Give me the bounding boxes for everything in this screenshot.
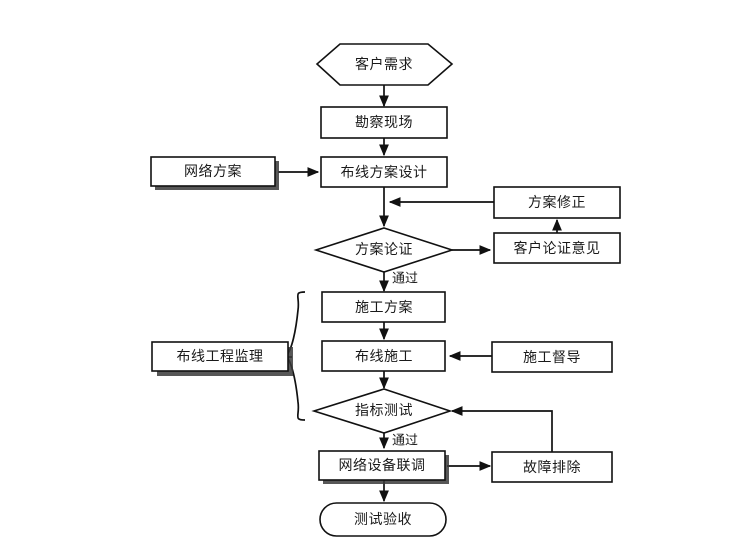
node-index-test-label: 指标测试 — [355, 403, 413, 419]
node-fault-removal[interactable]: 故障排除 — [491, 451, 613, 483]
node-plan-revision-label: 方案修正 — [528, 194, 586, 211]
rect-shape — [493, 186, 621, 219]
node-plan-review[interactable]: 方案论证 — [313, 227, 455, 273]
edge-label-test-pass: 通过 — [392, 434, 418, 449]
node-network-plan[interactable]: 网络方案 — [150, 156, 279, 190]
rect-shape — [151, 341, 289, 372]
node-fault-removal-label: 故障排除 — [523, 460, 581, 476]
edge-label-review-pass: 通过 — [392, 272, 418, 287]
node-cabling-design[interactable]: 布线方案设计 — [320, 156, 448, 188]
node-test-acceptance-label: 测试验收 — [354, 512, 412, 528]
node-customer-requirement-label: 客户需求 — [355, 56, 413, 73]
node-test-acceptance[interactable]: 测试验收 — [319, 502, 447, 537]
node-site-survey-label: 勘察现场 — [355, 114, 413, 131]
rect-shape — [320, 106, 448, 139]
rect-shape — [321, 291, 446, 323]
diamond-shape — [311, 388, 453, 434]
rect-shape — [491, 341, 613, 373]
node-network-plan-label: 网络方案 — [184, 163, 242, 180]
rect-shape — [493, 232, 621, 264]
diamond-shape — [313, 227, 455, 273]
node-device-commissioning-label: 网络设备联调 — [339, 457, 426, 474]
node-customer-opinion-label: 客户论证意见 — [514, 240, 601, 257]
node-site-survey[interactable]: 勘察现场 — [320, 106, 448, 139]
connectors — [278, 85, 562, 503]
node-index-test[interactable]: 指标测试 — [311, 388, 453, 434]
edge-fault-to-test — [450, 406, 553, 452]
node-cabling-work[interactable]: 布线施工 — [321, 340, 446, 372]
node-supervision-label: 布线工程监理 — [177, 349, 264, 365]
node-construction-plan[interactable]: 施工方案 — [321, 291, 446, 323]
node-construction-guide-label: 施工督导 — [523, 350, 581, 366]
node-cabling-work-label: 布线施工 — [355, 349, 413, 365]
rect-shape — [150, 156, 276, 187]
node-plan-revision[interactable]: 方案修正 — [493, 186, 621, 219]
node-plan-review-label: 方案论证 — [355, 241, 413, 258]
rect-shape — [318, 450, 446, 481]
node-customer-opinion[interactable]: 客户论证意见 — [493, 232, 621, 264]
hexagon-shape — [315, 43, 454, 86]
stadium-shape — [319, 502, 447, 537]
node-construction-guide[interactable]: 施工督导 — [491, 341, 613, 373]
node-construction-plan-label: 施工方案 — [355, 299, 413, 316]
node-device-commissioning[interactable]: 网络设备联调 — [318, 450, 449, 484]
node-supervision[interactable]: 布线工程监理 — [151, 341, 293, 376]
rect-shape — [320, 156, 448, 188]
rect-shape — [491, 451, 613, 483]
node-customer-requirement[interactable]: 客户需求 — [315, 43, 454, 86]
rect-shape — [321, 340, 446, 372]
node-cabling-design-label: 布线方案设计 — [341, 164, 428, 181]
